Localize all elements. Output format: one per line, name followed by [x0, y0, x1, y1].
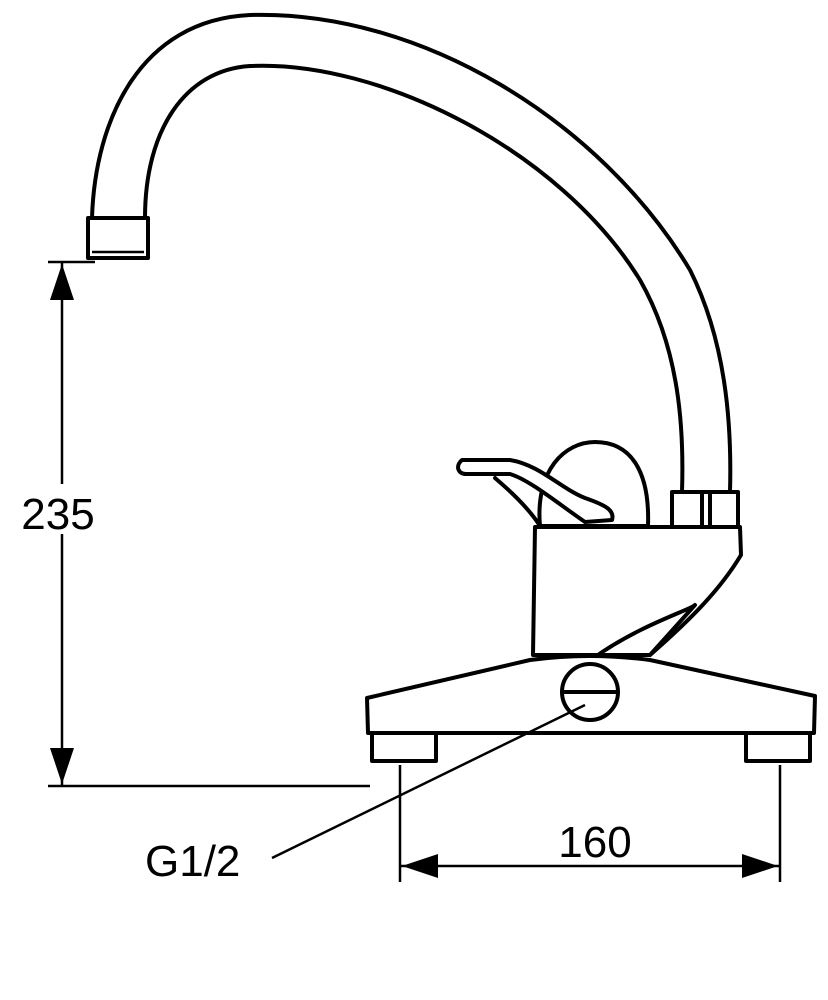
- arrow-down-icon: [50, 748, 74, 784]
- lever-handle: [456, 458, 615, 524]
- mixer-body: [531, 525, 743, 657]
- arrow-right-icon: [742, 854, 778, 878]
- height-label: 235: [21, 490, 94, 539]
- spout-nut: [670, 490, 740, 530]
- left-foot: [370, 731, 438, 763]
- height-dimension: 235: [10, 260, 370, 788]
- spout: [86, 12, 733, 494]
- connection-callout: G1/2: [145, 703, 586, 886]
- right-foot: [744, 731, 812, 763]
- arrow-up-icon: [50, 264, 74, 300]
- width-dimension: 160: [398, 765, 782, 882]
- arrow-left-icon: [402, 854, 438, 878]
- connection-label: G1/2: [145, 837, 240, 886]
- width-label: 160: [558, 818, 631, 867]
